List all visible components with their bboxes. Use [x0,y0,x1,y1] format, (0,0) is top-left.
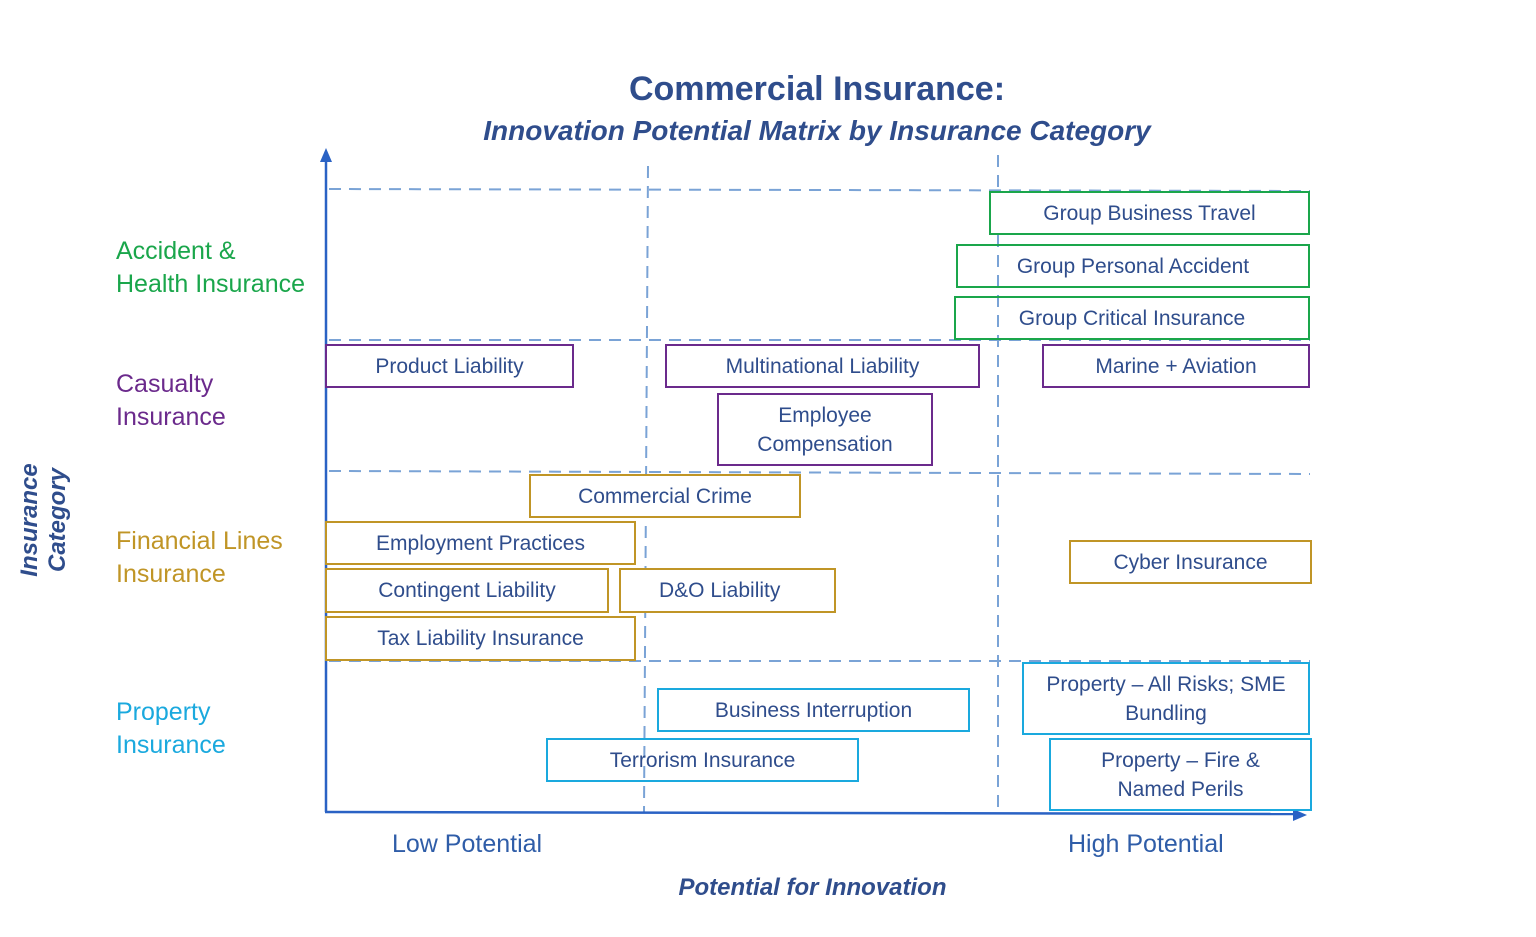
chart-subtitle: Innovation Potential Matrix by Insurance… [483,115,1151,146]
category-property-line1: Property [116,698,211,726]
chart-title: Commercial Insurance: [628,70,1006,108]
row-divider-2 [328,470,1311,475]
category-casualty: Casualty Insurance [116,368,226,434]
category-property-line2: Insurance [116,731,226,759]
item-property-fire-line2: Named Perils [1117,777,1244,801]
item-cyber-insurance: Cyber Insurance [1069,540,1312,584]
item-group-personal-accident: Group Personal Accident [956,244,1310,288]
item-property-fire-named-perils: Property – Fire & Named Perils [1049,738,1312,811]
item-employment-practices: Employment Practices [325,521,636,565]
item-contingent-liability: Contingent Liability [325,568,609,613]
x-axis-high-label: High Potential [1068,830,1224,858]
x-axis-title: Potential for Innovation [678,874,947,901]
category-casualty-line1: Casualty [116,370,214,398]
item-group-critical-insurance: Group Critical Insurance [954,296,1310,340]
item-employee-compensation: Employee Compensation [717,393,933,466]
y-axis-title-line2: Category [44,467,71,573]
category-financial-line1: Financial Lines [116,527,283,555]
item-product-liability: Product Liability [325,344,574,388]
x-axis-arrow [1293,809,1307,821]
item-property-all-risks-line2: Bundling [1125,701,1207,725]
item-marine-aviation: Marine + Aviation [1042,344,1310,388]
category-financial-line2: Insurance [116,560,226,588]
category-financial-lines: Financial Lines Insurance [116,525,283,591]
y-axis-title: Insurance Category [16,440,72,600]
y-axis-arrow [320,148,332,162]
item-business-interruption: Business Interruption [657,688,970,732]
item-employee-compensation-line2: Compensation [757,432,893,456]
item-group-business-travel: Group Business Travel [989,191,1310,235]
item-employee-compensation-line1: Employee [778,403,872,427]
item-property-all-risks: Property – All Risks; SME Bundling [1022,662,1310,735]
item-property-all-risks-line1: Property – All Risks; SME [1046,672,1286,696]
item-terrorism-insurance: Terrorism Insurance [546,738,859,782]
x-axis [324,810,1297,816]
item-multinational-liability: Multinational Liability [665,344,980,388]
category-accident-health-line2: Health Insurance [116,270,306,298]
row-divider-top [328,188,1311,192]
category-accident-health-line1: Accident & [116,237,236,265]
item-commercial-crime: Commercial Crime [529,474,801,518]
item-tax-liability-insurance: Tax Liability Insurance [325,616,636,661]
y-axis-title-line1: Insurance [16,463,43,577]
category-accident-health: Accident & Health Insurance [116,235,305,301]
item-property-fire-line1: Property – Fire & [1101,748,1260,772]
x-axis-low-label: Low Potential [392,830,543,858]
category-casualty-line2: Insurance [116,403,226,431]
category-property: Property Insurance [116,696,226,762]
item-do-liability: D&O Liability [619,568,836,613]
